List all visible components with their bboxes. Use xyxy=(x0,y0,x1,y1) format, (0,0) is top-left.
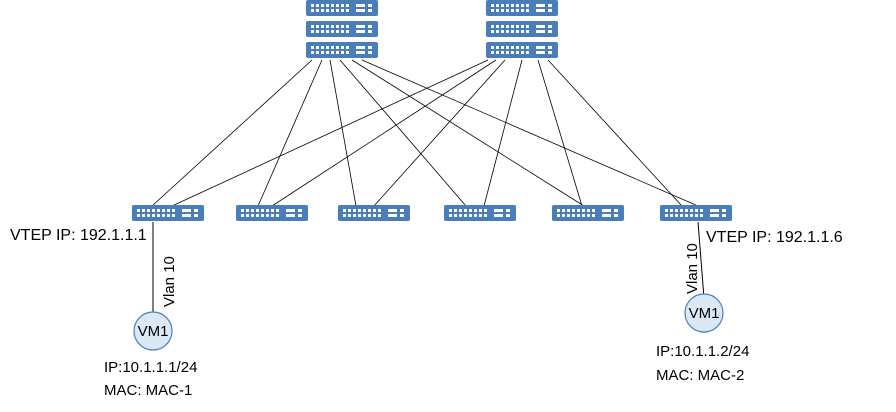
link-spine2-leaf5 xyxy=(537,59,583,207)
left-vm-mac: MAC: MAC-1 xyxy=(104,382,192,399)
right-vm-circle-icon xyxy=(684,293,724,333)
spine-switch-1 xyxy=(306,0,378,58)
right-vlan-label: Vlan 10 xyxy=(684,243,701,294)
left-host-group: VTEP IP: 192.1.1.1 Vlan 10 VM1 IP:10.1.1… xyxy=(10,222,197,399)
link-spine2-leaf2 xyxy=(271,59,497,207)
leaf-switch-2 xyxy=(236,205,308,221)
leaf-switch-4 xyxy=(444,205,516,221)
left-vlan-label: Vlan 10 xyxy=(161,256,178,307)
right-host-group: VTEP IP: 192.1.1.6 Vlan 10 VM1 IP:10.1.1… xyxy=(656,221,843,384)
link-spine2-leaf3 xyxy=(373,59,506,207)
right-vm-name: VM1 xyxy=(689,305,720,322)
spine-leaf-links xyxy=(151,59,699,207)
left-vm-name: VM1 xyxy=(138,323,169,340)
link-spine2-leaf4 xyxy=(483,59,523,207)
left-vm-circle-icon xyxy=(133,311,173,351)
right-vlan-link xyxy=(697,221,705,299)
link-spine1-leaf4 xyxy=(339,59,467,207)
right-vm-ip: IP:10.1.1.2/24 xyxy=(656,343,749,360)
left-vtep-ip-label: VTEP IP: 192.1.1.1 xyxy=(10,227,147,244)
right-vtep-ip-label: VTEP IP: 192.1.1.6 xyxy=(706,229,843,246)
link-spine1-leaf2 xyxy=(257,59,323,207)
right-vm-mac: MAC: MAC-2 xyxy=(656,367,744,384)
leaf-switch-3 xyxy=(338,205,410,221)
left-vm-ip: IP:10.1.1.1/24 xyxy=(104,359,197,376)
link-spine2-leaf1 xyxy=(171,59,489,207)
leaf-switch-6 xyxy=(660,205,732,221)
link-spine1-leaf3 xyxy=(329,59,357,207)
link-spine1-leaf6 xyxy=(361,59,699,207)
leaf-switch-5 xyxy=(552,205,624,221)
link-spine1-leaf1 xyxy=(151,59,313,207)
link-spine2-leaf6 xyxy=(547,59,683,207)
spine-switch-2 xyxy=(486,0,558,58)
link-spine1-leaf5 xyxy=(351,59,585,207)
leaf-switch-1 xyxy=(132,205,204,221)
